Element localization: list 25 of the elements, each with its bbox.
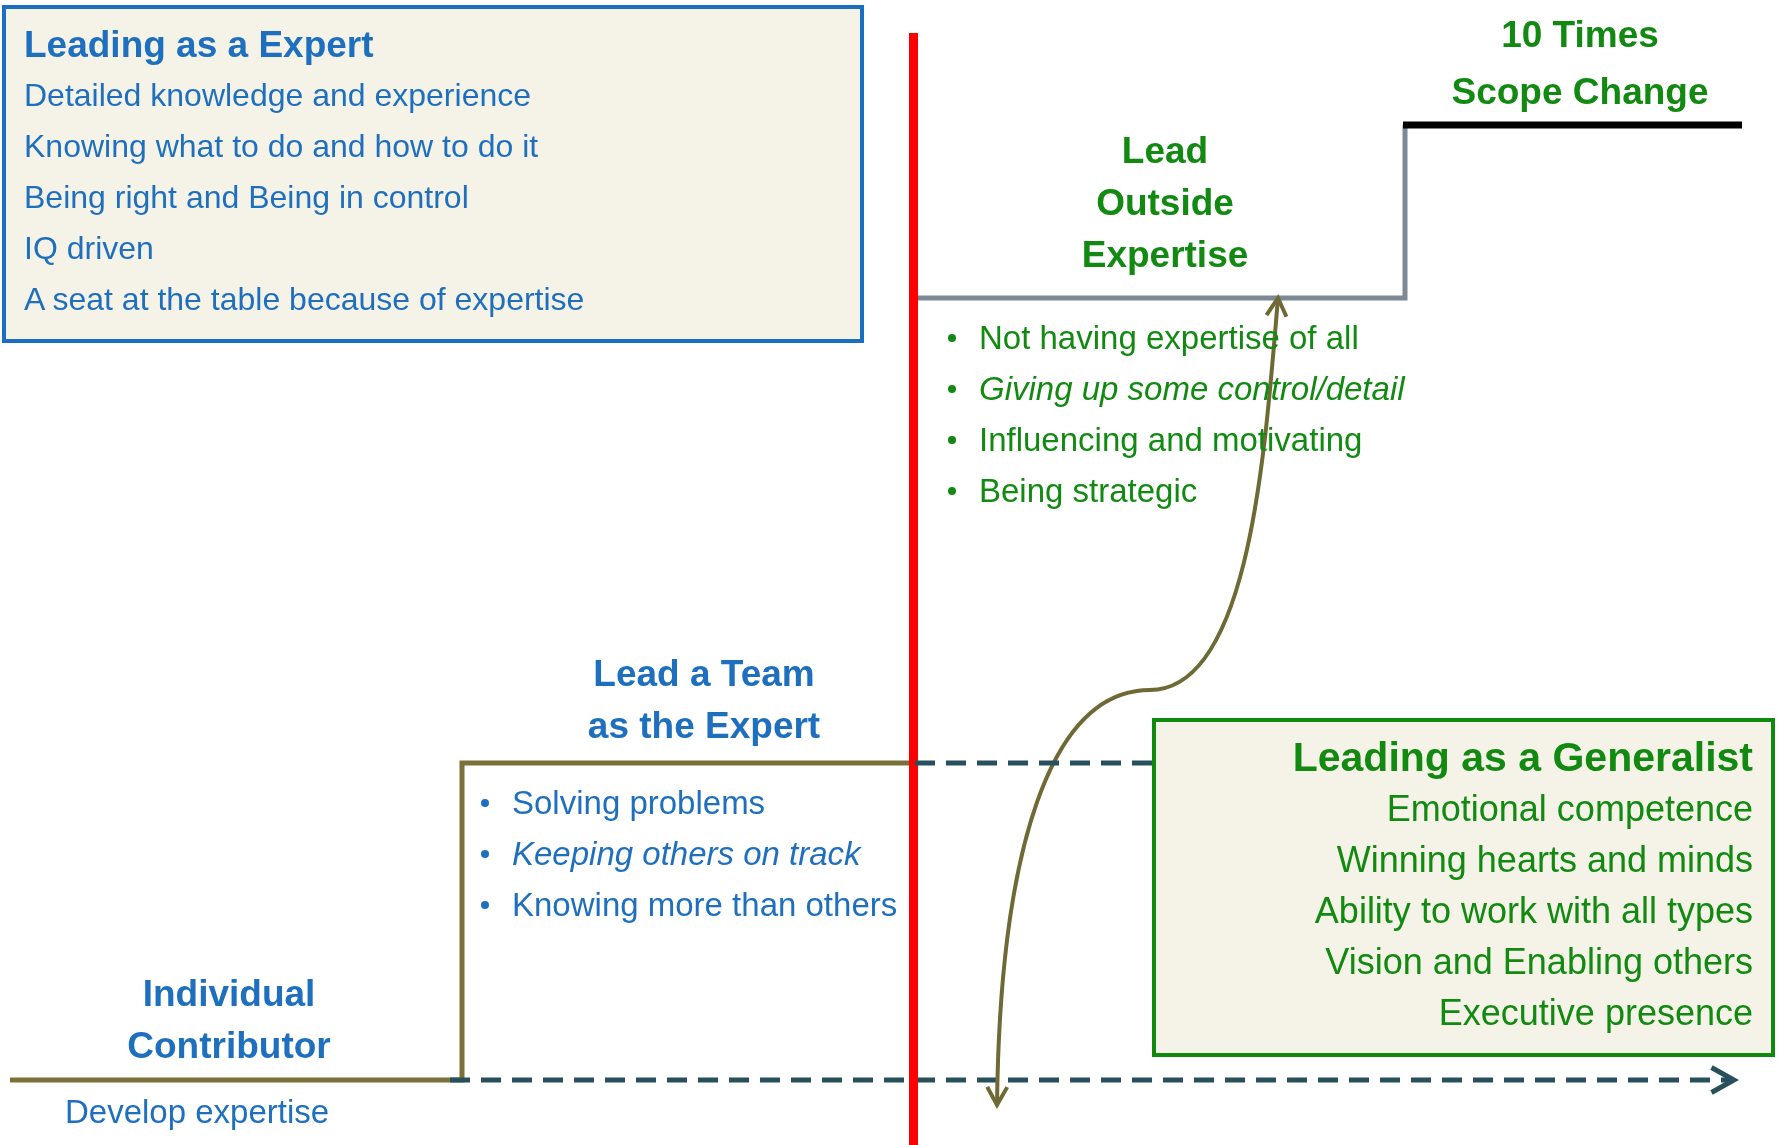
panel-text: Ability to work with all types — [1313, 889, 1753, 933]
bullet-item: Keeping others on track — [478, 828, 898, 879]
panel-heading: Leading as a Expert — [24, 23, 375, 67]
step-title: Lead Outside Expertise — [1047, 125, 1283, 296]
panel-text: Emotional competence — [1385, 787, 1753, 831]
bullet-item: Solving problems — [478, 777, 898, 828]
bullet-item: Being strategic — [945, 465, 1405, 516]
panel-heading: Leading as a Generalist — [1291, 733, 1753, 782]
panel-text: Winning hearts and minds — [1335, 838, 1753, 882]
panel-text: Detailed knowledge and experience — [24, 76, 532, 115]
curved-arrow — [985, 296, 1289, 1107]
panel-text: Being right and Being in control — [24, 178, 470, 217]
bullet-item: Knowing more than others — [478, 879, 898, 930]
panel-text: A seat at the table because of expertise — [24, 280, 586, 319]
step-title: Lead a Team as the Expert — [574, 648, 834, 752]
step-title: Individual Contributor — [114, 968, 344, 1072]
panel-text: Executive presence — [1437, 991, 1753, 1035]
dashed-line — [915, 760, 1152, 766]
panel-text: Vision and Enabling others — [1324, 940, 1753, 984]
caption-text: Develop expertise — [65, 1092, 330, 1132]
panel-text: Knowing what to do and how to do it — [24, 127, 540, 166]
panel-text: IQ driven — [24, 229, 155, 268]
text-panel — [1152, 718, 1775, 1057]
text-panel — [2, 5, 864, 343]
step-title: 10 Times Scope Change — [1450, 6, 1710, 120]
